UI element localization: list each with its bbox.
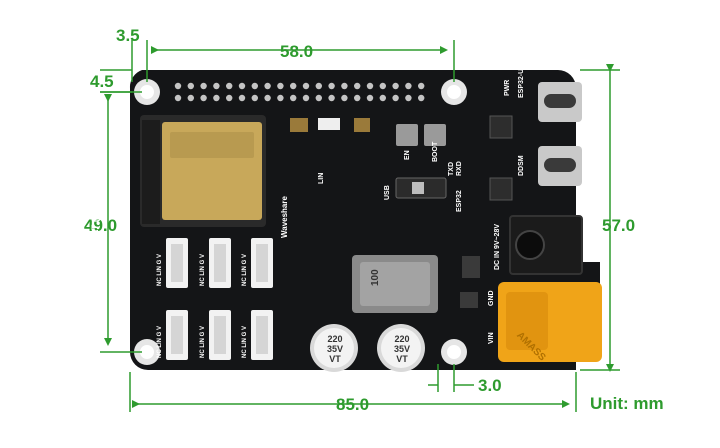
header-pin [302, 94, 310, 102]
pwr-label: PWR [504, 79, 511, 96]
header-pin [238, 82, 246, 90]
connector-pin-label: NC LIN G V [200, 253, 206, 286]
dim-board-width: 85.0 [336, 395, 370, 414]
connector-pin-label: NC LIN G V [157, 253, 163, 286]
header-pin [354, 94, 361, 102]
header-pin [341, 94, 348, 102]
dimension-lines [100, 40, 620, 412]
xt-connector [498, 282, 602, 362]
dim-hole-offset-x: 3.5 [116, 26, 140, 45]
motor-connector [209, 310, 231, 360]
header-pin [187, 82, 194, 90]
dim-bottom-offset: 3.0 [478, 376, 502, 395]
header-pin [302, 82, 310, 90]
dim-hole-spacing-x: 58.0 [280, 42, 314, 61]
header-pin [290, 82, 297, 90]
dim-hole-offset-y: 4.5 [90, 72, 114, 91]
unit-label: Unit: mm [590, 394, 664, 413]
dim-hole-spacing-y: 49.0 [84, 216, 118, 235]
dc-jack [509, 215, 583, 275]
gnd-label: GND [488, 290, 495, 306]
header-pin [405, 82, 412, 90]
header-pin [264, 94, 271, 102]
header-pin [277, 94, 284, 102]
motor-connector [166, 310, 188, 360]
header-pin [226, 94, 233, 102]
connector-pin-label: NC LIN G V [242, 325, 248, 358]
header-pin [366, 94, 374, 102]
header-pin [251, 82, 258, 90]
header-pin [328, 94, 335, 102]
en-label: EN [404, 150, 411, 160]
vin-label: VIN [488, 332, 495, 344]
header-pin [213, 94, 220, 102]
header-pin [418, 82, 425, 90]
esp32-module [140, 115, 266, 227]
usb-c-ports [538, 82, 582, 186]
header-pin [366, 82, 374, 90]
capacitors [310, 324, 425, 372]
header-pin [379, 82, 386, 90]
header-pin [290, 94, 297, 102]
esp32-label: ESP32 [456, 190, 463, 212]
rxd-label: RXD [456, 161, 463, 176]
motor-connector [166, 238, 188, 288]
header-pin [392, 94, 399, 102]
dc-in-label: DC IN 9V~28V [494, 223, 501, 270]
header-pin [187, 94, 194, 102]
header-pin [226, 82, 233, 90]
header-pin [341, 82, 348, 90]
brand-label: Waveshare [280, 196, 289, 238]
dim-board-height: 57.0 [602, 216, 636, 235]
inductor [352, 255, 438, 313]
mounting-holes [134, 79, 467, 365]
esp32-usb-label: ESP32-USB [518, 59, 525, 98]
header-pin [392, 82, 399, 90]
inductor-label: 100 [370, 269, 381, 286]
header-pin [379, 94, 386, 102]
connector-pin-label: NC LIN G V [242, 253, 248, 286]
header-pin [277, 82, 284, 90]
header-pin [251, 94, 258, 102]
txd-label: TXD [448, 162, 455, 176]
header-pin [315, 82, 322, 90]
board-title: DDSM Driver HAT (B) [90, 209, 100, 300]
header-pin [354, 82, 361, 90]
boot-label: BOOT [432, 141, 439, 162]
lin-label: LIN [318, 172, 325, 184]
header-pin [238, 94, 246, 102]
header-pin [315, 94, 322, 102]
header-pin [200, 94, 207, 102]
header-pin [174, 82, 182, 90]
motor-connector [251, 238, 273, 288]
header-pin [213, 82, 220, 90]
header-pin [200, 82, 207, 90]
ddsm-label: DDSM [518, 155, 525, 176]
header-pin [174, 94, 182, 102]
motor-connectors [166, 238, 273, 360]
motor-connector [251, 310, 273, 360]
gpio-header [174, 82, 425, 102]
header-pin [418, 94, 425, 102]
header-pin [328, 82, 335, 90]
motor-connector [209, 238, 231, 288]
header-pin [405, 94, 412, 102]
usb-label: USB [384, 185, 391, 200]
small-components [290, 115, 513, 308]
connector-pin-label: NC LIN G V [157, 325, 163, 358]
connector-pin-label: NC LIN G V [200, 325, 206, 358]
header-pin [264, 82, 271, 90]
